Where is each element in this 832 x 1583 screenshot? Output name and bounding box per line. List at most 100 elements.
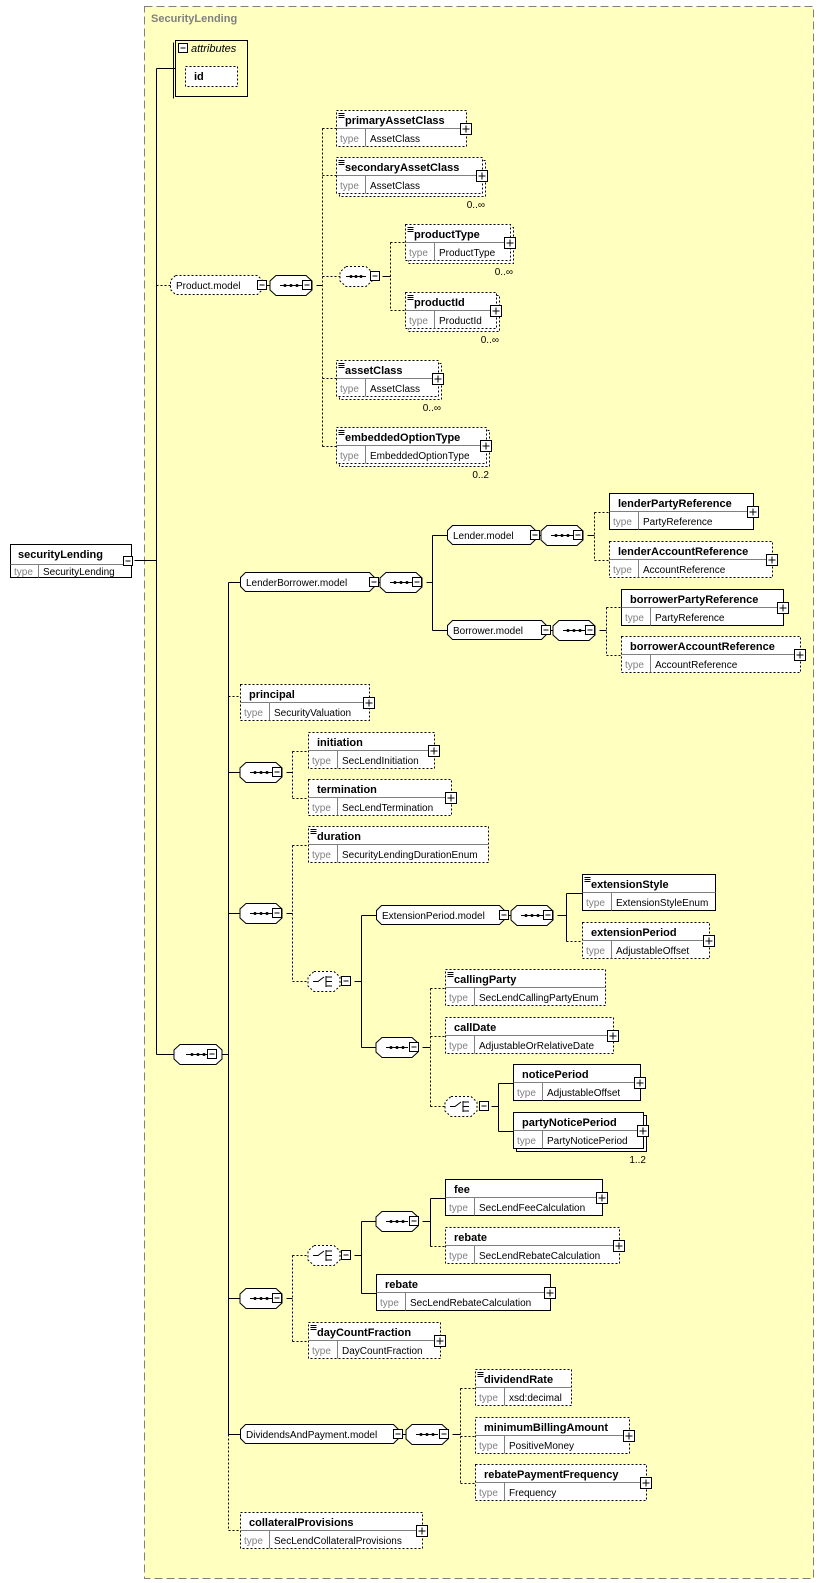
group-productModel[interactable]: Product.model (170, 275, 267, 295)
group-lenderModel[interactable]: Lender.model (447, 525, 540, 545)
plus-icon[interactable] (703, 935, 715, 947)
plus-icon[interactable] (460, 123, 472, 135)
plus-icon[interactable] (428, 745, 440, 757)
minus-icon[interactable] (207, 1049, 217, 1059)
plus-icon[interactable] (476, 170, 488, 182)
plus-icon[interactable] (607, 1030, 619, 1042)
minus-icon[interactable] (257, 280, 267, 290)
sequence-compositor[interactable] (239, 762, 283, 783)
minus-icon[interactable] (369, 577, 379, 587)
choice-compositor[interactable] (444, 1096, 478, 1117)
sequence-compositor[interactable] (269, 275, 313, 296)
minus-icon[interactable] (479, 1101, 489, 1111)
plus-icon[interactable] (794, 649, 806, 661)
plus-icon[interactable] (777, 602, 789, 614)
sequence-compositor[interactable] (405, 1424, 449, 1445)
sequence-compositor[interactable] (540, 525, 584, 546)
minus-icon[interactable] (541, 625, 551, 635)
minus-icon[interactable] (412, 577, 422, 587)
minus-icon[interactable] (272, 767, 282, 777)
minus-icon[interactable] (272, 908, 282, 918)
minus-icon[interactable] (585, 625, 595, 635)
plus-icon[interactable] (416, 1525, 428, 1537)
minus-icon[interactable] (573, 530, 583, 540)
minus-icon[interactable] (409, 1042, 419, 1052)
plus-icon[interactable] (613, 1240, 625, 1252)
group-dividendsAndPaymentModel[interactable]: DividendsAndPayment.model (240, 1424, 403, 1444)
plus-icon[interactable] (637, 1125, 649, 1137)
plus-icon[interactable] (480, 440, 492, 452)
group-borrowerModel[interactable]: Borrower.model (447, 620, 551, 640)
sequence-compositor[interactable] (239, 903, 283, 924)
plus-icon[interactable] (747, 506, 759, 518)
sequence-compositor[interactable] (552, 620, 596, 641)
minus-icon[interactable] (530, 530, 540, 540)
plus-icon[interactable] (544, 1287, 556, 1299)
sequence-compositor[interactable] (379, 572, 423, 593)
sequence-compositor[interactable] (375, 1211, 419, 1232)
sequence-compositor[interactable] (375, 1037, 419, 1058)
plus-icon[interactable] (596, 1192, 608, 1204)
minus-icon[interactable] (393, 1429, 403, 1439)
plus-icon[interactable] (504, 237, 516, 249)
plus-icon[interactable] (445, 792, 457, 804)
root-element-securityLending[interactable]: securityLending type SecurityLending (10, 544, 133, 579)
group-extensionPeriodModel[interactable]: ExtensionPeriod.model (376, 905, 509, 925)
minus-icon[interactable] (302, 280, 312, 290)
group-lenderBorrowerModel[interactable]: LenderBorrower.model (240, 572, 379, 592)
minus-icon[interactable] (272, 1293, 282, 1303)
minus-icon[interactable] (341, 1250, 351, 1260)
sequence-compositor[interactable] (339, 266, 373, 287)
minus-icon[interactable] (543, 910, 553, 920)
minus-icon[interactable] (370, 271, 380, 281)
minus-icon[interactable] (499, 910, 509, 920)
minus-icon[interactable] (439, 1429, 449, 1439)
choice-compositor[interactable] (307, 971, 341, 992)
minus-icon[interactable] (341, 976, 351, 986)
plus-icon[interactable] (490, 305, 502, 317)
type-label: type (340, 384, 359, 395)
minus-icon[interactable] (409, 1216, 419, 1226)
minus-icon[interactable] (123, 556, 133, 566)
plus-icon[interactable] (363, 697, 375, 709)
plus-icon[interactable] (766, 554, 778, 566)
sequence-compositor[interactable] (239, 1288, 283, 1309)
attribute-id[interactable] (185, 66, 238, 87)
plus-icon[interactable] (434, 1335, 446, 1347)
plus-icon[interactable] (432, 373, 444, 385)
sequence-compositor[interactable] (510, 905, 554, 926)
choice-compositor[interactable] (307, 1245, 341, 1266)
plus-icon[interactable] (640, 1477, 652, 1489)
plus-icon[interactable] (623, 1430, 635, 1442)
plus-icon[interactable] (634, 1077, 646, 1089)
type-label: type (479, 1441, 498, 1452)
